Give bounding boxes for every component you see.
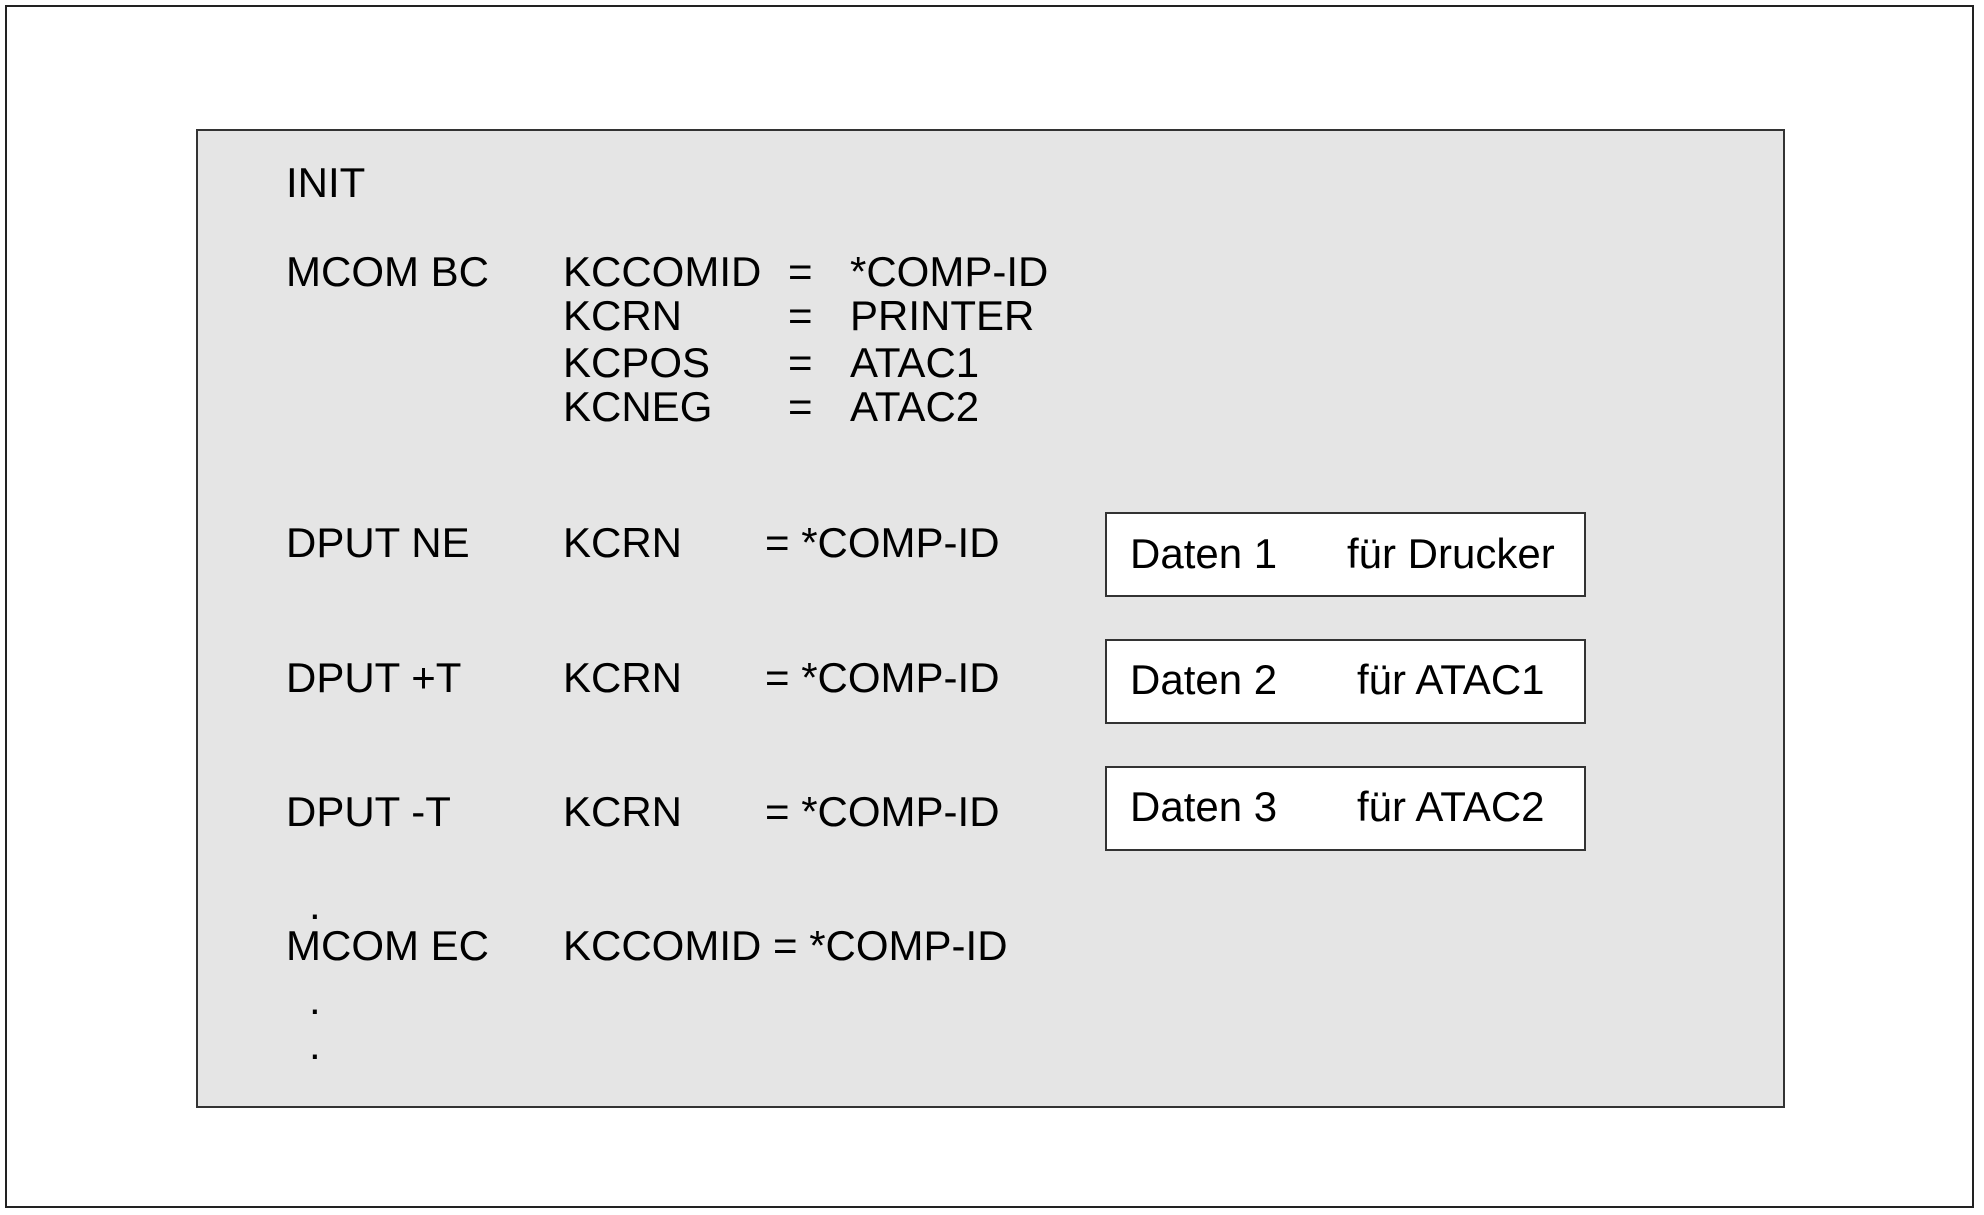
data-box: Daten 3 für ATAC2 [1105,766,1586,851]
ellipsis-dot: . [309,881,321,928]
dput-command: DPUT -T [286,788,451,835]
param-name: KCRN [563,292,683,339]
data-label: Daten 2 [1130,656,1278,703]
data-label: Daten 1 [1130,530,1278,577]
mcom-bc-command: MCOM BC [286,248,489,295]
param-eq: = [788,292,813,339]
ellipsis-dot: . [309,976,321,1023]
dput-value: = *COMP-ID [765,788,1000,835]
param-name: KCPOS [563,339,711,386]
param-eq: = [788,339,813,386]
dput-param: KCRN [563,654,683,701]
dput-param: KCRN [563,788,683,835]
param-name: KCCOMID [563,248,762,295]
data-box: Daten 1 für Drucker [1105,512,1586,597]
code-panel [196,129,1785,1108]
dput-param: KCRN [563,519,683,566]
param-eq: = [788,248,813,295]
dput-command: DPUT +T [286,654,462,701]
data-box: Daten 2 für ATAC1 [1105,639,1586,724]
param-value: *COMP-ID [850,248,1049,295]
init-statement: INIT [286,159,366,206]
param-value: ATAC1 [850,339,980,386]
data-target: für Drucker [1347,530,1555,577]
dput-command: DPUT NE [286,519,470,566]
data-target: für ATAC1 [1357,656,1545,703]
param-value: PRINTER [850,292,1035,339]
data-label: Daten 3 [1130,783,1278,830]
dput-value: = *COMP-ID [765,654,1000,701]
dput-value: = *COMP-ID [765,519,1000,566]
ellipsis-dot: . [309,1021,321,1068]
param-value: ATAC2 [850,383,980,430]
param-eq: = [788,383,813,430]
data-target: für ATAC2 [1357,783,1545,830]
param-name: KCNEG [563,383,713,430]
mcom-ec-command: MCOM EC [286,922,489,969]
mcom-ec-param: KCCOMID = *COMP-ID [563,922,1008,969]
outer-frame [5,5,1974,1208]
